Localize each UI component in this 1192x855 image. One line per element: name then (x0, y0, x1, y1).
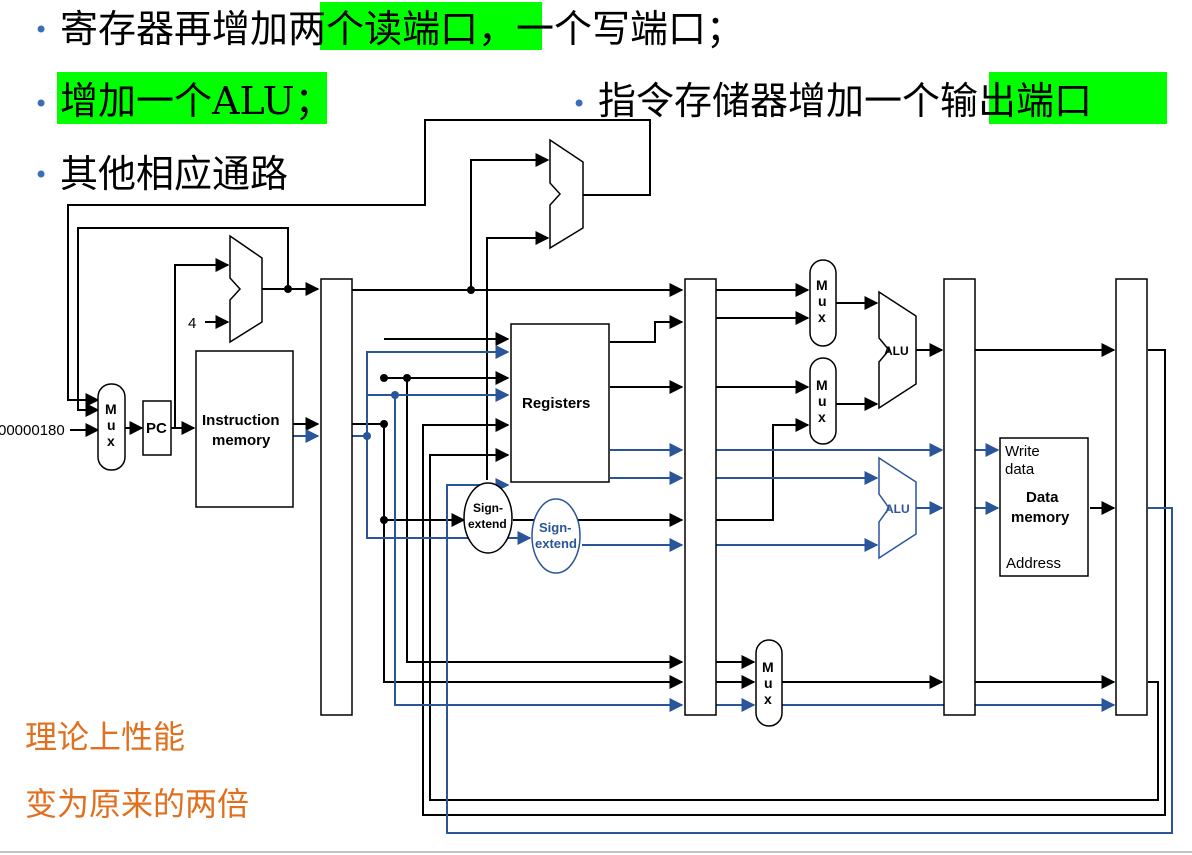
mux-letter-x: x (818, 309, 826, 325)
performance-note-2: 变为原来的两倍 (25, 785, 249, 823)
mux-letter-u: u (764, 675, 773, 691)
register-file (510, 323, 610, 483)
bullet-2-text: 增加一个ALU； (60, 79, 333, 123)
bullet-3: • 指令存储器增加一个输出端口 (572, 72, 1167, 124)
wire (77, 227, 289, 417)
mux-shape (809, 259, 837, 347)
bullet-3-highlight: 输出端口 (940, 79, 1092, 123)
highlight-box (989, 72, 1167, 124)
mux-letter-m: M (816, 377, 828, 393)
ex-mem-pipeline-register (943, 278, 976, 716)
bullet-2: • 增加一个ALU； (34, 72, 333, 124)
sign-extend-2-label-2: extend (535, 536, 577, 551)
bullet-2-highlight: 增加一个ALU (60, 79, 295, 123)
wire (486, 231, 550, 480)
dmem-write-label-2: data (1005, 461, 1035, 478)
pc-input-label: 00000180 (0, 422, 65, 439)
junction-dot (467, 286, 475, 294)
bullet-2-suffix: ； (295, 79, 333, 123)
dmem-write-label-1: Write (1005, 443, 1040, 460)
mux-letter-m: M (105, 401, 117, 417)
data-memory (999, 437, 1089, 577)
imem-label-line1: Instruction (202, 412, 280, 429)
wire (429, 448, 1159, 801)
pc-mux-shape (97, 383, 126, 471)
mux-letter-u: u (107, 417, 116, 433)
bullet-1: • 寄存器再增加两个读端口，一个写端口； (34, 2, 744, 51)
wire (446, 478, 1173, 834)
mem-wb-pipeline-register (1115, 278, 1148, 716)
sign-extend-label-2: extend (468, 517, 507, 531)
sign-extend-unit (463, 482, 513, 554)
junction-dot (380, 420, 388, 428)
wire (716, 418, 810, 521)
junction-dot (403, 374, 411, 382)
dmem-address-label: Address (1006, 555, 1061, 572)
wire (67, 119, 651, 407)
mux-letter-m: M (816, 277, 828, 293)
dmem-title-1: Data (1026, 489, 1059, 506)
wire (174, 258, 230, 428)
alu-2-shape (878, 456, 917, 560)
mux-shape (809, 357, 837, 445)
mux-letter-u: u (818, 293, 827, 309)
bullet-3-text: 指令存储器增加一个输出端口 (598, 79, 1092, 123)
mux-letter-x: x (764, 691, 772, 707)
mux-letter-x: x (107, 433, 115, 449)
sign-extend-unit-2 (531, 498, 581, 574)
bullet-glyph: • (34, 161, 48, 189)
mux-letter-u: u (818, 393, 827, 409)
wire (406, 378, 684, 669)
junction-dot (380, 516, 388, 524)
bullet-1-prefix: 寄存器再增加 (60, 7, 288, 51)
bullet-1-suffix: ，一个写端口； (478, 7, 744, 51)
jump-mux-shape (549, 138, 584, 250)
junction-dots (284, 285, 475, 524)
junction-dot (391, 391, 399, 399)
black-wires (67, 119, 1166, 816)
bullet-1-highlight: 两个读端口 (288, 7, 478, 51)
alu-src-mux-top: M u x (809, 259, 837, 347)
junction-dot (284, 285, 292, 293)
instruction-memory (195, 350, 294, 508)
sign-extend-label-1: Sign- (473, 501, 503, 515)
wire (470, 153, 550, 290)
dmem-title-2: memory (1011, 509, 1070, 526)
write-reg-mux: M u x (755, 639, 783, 727)
bullet-glyph: • (572, 90, 586, 118)
bullet-4-text: 其他相应通路 (60, 152, 288, 196)
pc-mux: M u x (97, 383, 126, 471)
bullet-4: • 其他相应通路 (34, 152, 288, 196)
imem-label-line2: memory (212, 432, 271, 449)
wire (394, 395, 684, 712)
mux-letter-m: M (762, 659, 774, 675)
bullet-glyph: • (34, 90, 48, 118)
mux-shape (755, 639, 783, 727)
alu-2-label: ALU (885, 502, 910, 516)
pc-label: PC (146, 420, 167, 437)
if-id-pipeline-register (320, 278, 353, 716)
bullet-1-text: 寄存器再增加两个读端口，一个写端口； (60, 7, 744, 51)
alu-1-shape (878, 290, 917, 410)
performance-note-1: 理论上性能 (25, 718, 185, 756)
sign-extend-2-label-1: Sign- (539, 520, 572, 535)
pc-register (142, 400, 172, 456)
highlight-box (320, 2, 542, 50)
alu-src-mux-bottom: M u x (809, 357, 837, 445)
wire (422, 349, 1166, 816)
highlight-box (57, 72, 327, 124)
mux-letter-x: x (818, 409, 826, 425)
junction-dot (380, 374, 388, 382)
id-ex-pipeline-register (684, 278, 717, 716)
alu-1-label: ALU (884, 344, 909, 358)
junction-dot (363, 432, 371, 440)
pc-adder-shape (229, 234, 263, 344)
registers-label: Registers (522, 395, 590, 412)
pc-const-label: 4 (188, 315, 196, 332)
wire (610, 315, 684, 343)
bullet-glyph: • (34, 16, 48, 44)
bullet-3-prefix: 指令存储器增加一个 (598, 79, 940, 123)
